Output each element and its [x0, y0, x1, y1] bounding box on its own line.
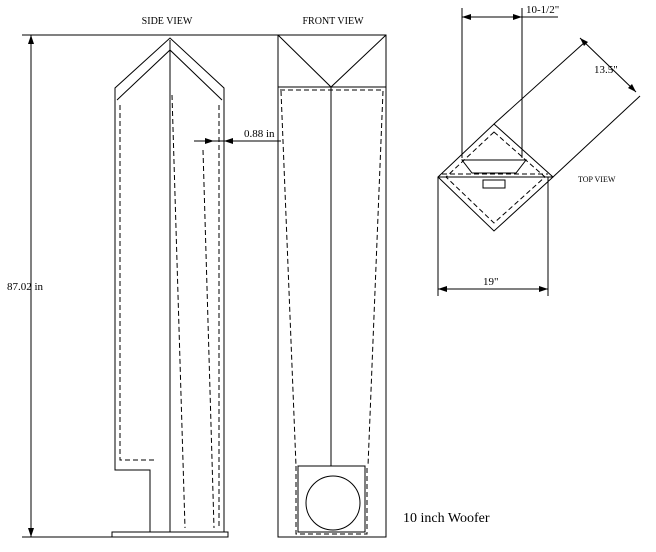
offset-label: 0.88 in [244, 128, 275, 140]
arrow-down-icon [28, 528, 34, 537]
arrow-left-icon [224, 138, 233, 144]
top-view: TOP VIEW 10-1/2" 13.5" 19" [437, 4, 641, 296]
arrow-left-icon [438, 286, 447, 292]
top-view-title: TOP VIEW [578, 175, 616, 184]
driver-width-label: 10-1/2" [526, 4, 559, 16]
height-label: 87.02 in [7, 281, 44, 293]
arrow-right-icon [539, 286, 548, 292]
diagonal-label: 13.5" [594, 64, 618, 76]
woofer-box [297, 465, 366, 533]
driver-cone-icon [460, 159, 528, 174]
front-view-title: FRONT VIEW [302, 16, 364, 27]
diagonal-dimension-line [579, 37, 637, 93]
arrow-up-icon [28, 35, 34, 44]
arrow-right-icon [513, 14, 522, 20]
driver-magnet-icon [482, 179, 506, 189]
front-view: FRONT VIEW [277, 16, 387, 538]
top-width-label: 19" [483, 276, 499, 288]
side-base [111, 531, 229, 538]
side-view: SIDE VIEW 87.02 in 0.88 in [7, 16, 281, 538]
front-outline [277, 34, 387, 538]
arrow-icon [580, 38, 588, 46]
arrow-left-icon [462, 14, 471, 20]
side-view-title: SIDE VIEW [142, 16, 193, 27]
top-diamond [437, 123, 554, 232]
arrow-right-icon [205, 138, 214, 144]
side-inner-wall [119, 105, 155, 461]
woofer-note: 10 inch Woofer [403, 511, 490, 526]
arrow-icon [628, 84, 636, 92]
front-top-v [277, 34, 387, 88]
woofer-icon [305, 475, 361, 531]
